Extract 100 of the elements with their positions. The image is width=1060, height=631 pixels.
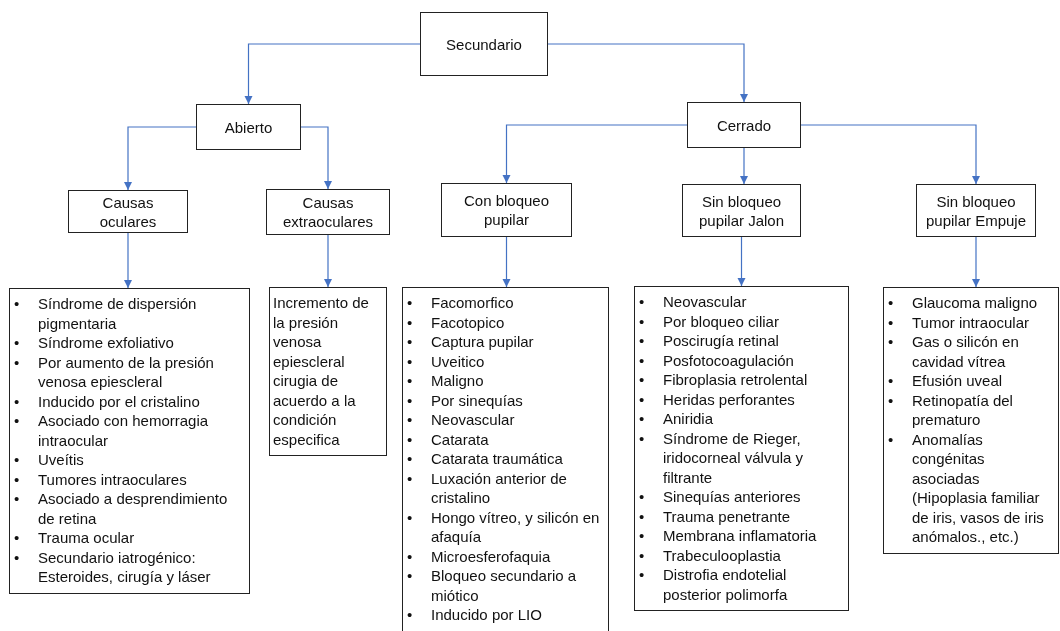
arrow [123, 232, 133, 289]
category-box: Sin bloqueo pupilar Jalon [682, 184, 801, 237]
list-item: Posfotocoagulación [663, 350, 795, 370]
arrow [123, 126, 197, 191]
list-item: Catarata traumática [431, 449, 564, 469]
category-box: Sin bloqueo pupilar Empuje [916, 184, 1036, 237]
list-item: Neovascular [663, 292, 748, 312]
text-box: Incremento de la presión venosa epiescleral cirugia de acuerdo a la condición especifica [269, 287, 387, 456]
bullet: • [888, 429, 895, 449]
list-box [9, 288, 250, 594]
category-box: Causas extraoculares [266, 189, 390, 235]
bullet: • [407, 507, 414, 527]
bullet: • [639, 487, 646, 507]
list-item: Captura pupilar [431, 332, 535, 352]
list-item: Microesferofaquia [431, 546, 552, 566]
bullet: • [639, 350, 646, 370]
list-item: Asociado a desprendimiento de retina [38, 489, 229, 528]
arrow [737, 236, 746, 287]
bullet: • [407, 605, 414, 625]
list-item: Secundario iatrogénico: Esteroides, cirugía y láser [38, 547, 212, 587]
list-item: Poscirugía retinal [663, 331, 780, 351]
bullet: • [888, 390, 895, 410]
bullet: • [639, 389, 646, 409]
bullet: • [888, 312, 895, 332]
list-item: Heridas perforantes [663, 389, 796, 409]
arrow [800, 124, 981, 185]
bullet: • [888, 293, 895, 313]
bullet: • [888, 371, 895, 391]
bullet: • [639, 409, 646, 429]
list-item: Trauma ocular [38, 528, 136, 548]
list-box [402, 287, 609, 631]
list-item: Síndrome de Rieger, iridocorneal válvula y filtrante [663, 428, 805, 487]
arrow [971, 236, 981, 288]
bullet: • [888, 332, 895, 352]
bullet: • [407, 429, 414, 449]
arrow [502, 124, 688, 184]
list-item: Aniridia [663, 409, 715, 429]
bullet: • [14, 352, 21, 372]
category-box: Secundario [420, 12, 548, 76]
list-item: Anomalías congénitas asociadas (Hipoplasia familiar de iris, vasos de iris anómalos., etc.) [912, 429, 1045, 547]
list-item: Trauma penetrante [663, 506, 792, 526]
arrow [739, 147, 749, 185]
arrow [502, 236, 511, 288]
bullet: • [407, 351, 414, 371]
category-box: Cerrado [687, 102, 801, 148]
bullet: • [639, 526, 646, 546]
bullet: • [407, 410, 414, 430]
bullet: • [407, 390, 414, 410]
list-item: Fibroplasia retrolental [663, 370, 809, 390]
bullet: • [407, 546, 414, 566]
list-item: Distrofia endotelial posterior polimorfa [663, 565, 789, 604]
arrow [323, 234, 333, 288]
bullet: • [407, 332, 414, 352]
bullet: • [407, 566, 414, 586]
list-item: Por bloqueo ciliar [663, 311, 780, 331]
bullet: • [14, 547, 21, 567]
bullet: • [14, 528, 21, 548]
list-item: Maligno [431, 371, 485, 391]
list-item: Glaucoma maligno [912, 293, 1039, 313]
list-item: Bloqueo secundario a miótico [431, 566, 578, 605]
list-item: Catarata [431, 429, 490, 449]
bullet: • [639, 331, 646, 351]
bullet: • [407, 468, 414, 488]
bullet: • [639, 292, 646, 312]
list-item: Uveitico [431, 351, 486, 371]
list-item: Síndrome de dispersión pigmentaria [38, 294, 198, 333]
list-item: Asociado con hemorragia intraocular [38, 411, 210, 450]
list-item: Síndrome exfoliativo [38, 333, 175, 353]
list-item: Facomorfico [431, 293, 515, 313]
bullet: • [14, 489, 21, 509]
bullet: • [14, 391, 21, 411]
bullet: • [14, 469, 21, 489]
list-box [634, 286, 849, 611]
arrow [547, 43, 749, 103]
bullet: • [639, 565, 646, 585]
list-item: Facotopico [431, 312, 506, 332]
list-item: Tumores intraoculares [38, 469, 188, 489]
list-item: Neovascular [431, 410, 516, 430]
list-item: Gas o silicón en cavidad vítrea [912, 332, 1020, 371]
bullet: • [407, 293, 414, 313]
list-item: Sinequías anteriores [663, 487, 802, 507]
category-box: Con bloqueo pupilar [441, 183, 572, 237]
list-item: Inducido por el cristalino [38, 391, 201, 411]
list-item: Tumor intraocular [912, 312, 1030, 332]
bullet: • [639, 545, 646, 565]
bullet: • [639, 370, 646, 390]
category-box: Causas oculares [68, 190, 188, 233]
arrow [300, 126, 333, 190]
arrow [244, 43, 421, 105]
bullet: • [639, 428, 646, 448]
list-item: Por sinequías [431, 390, 524, 410]
list-item: Membrana inflamatoria [663, 526, 818, 546]
bullet: • [14, 294, 21, 314]
list-item: Efusión uveal [912, 371, 1004, 391]
list-item: Retinopatía del prematuro [912, 390, 1014, 430]
list-item: Hongo vítreo, y silicón en afaquía [431, 507, 601, 547]
list-item: Trabeculooplastia [663, 545, 782, 565]
list-item: Luxación anterior de cristalino [431, 468, 568, 508]
bullet: • [14, 333, 21, 353]
list-box [883, 287, 1059, 554]
